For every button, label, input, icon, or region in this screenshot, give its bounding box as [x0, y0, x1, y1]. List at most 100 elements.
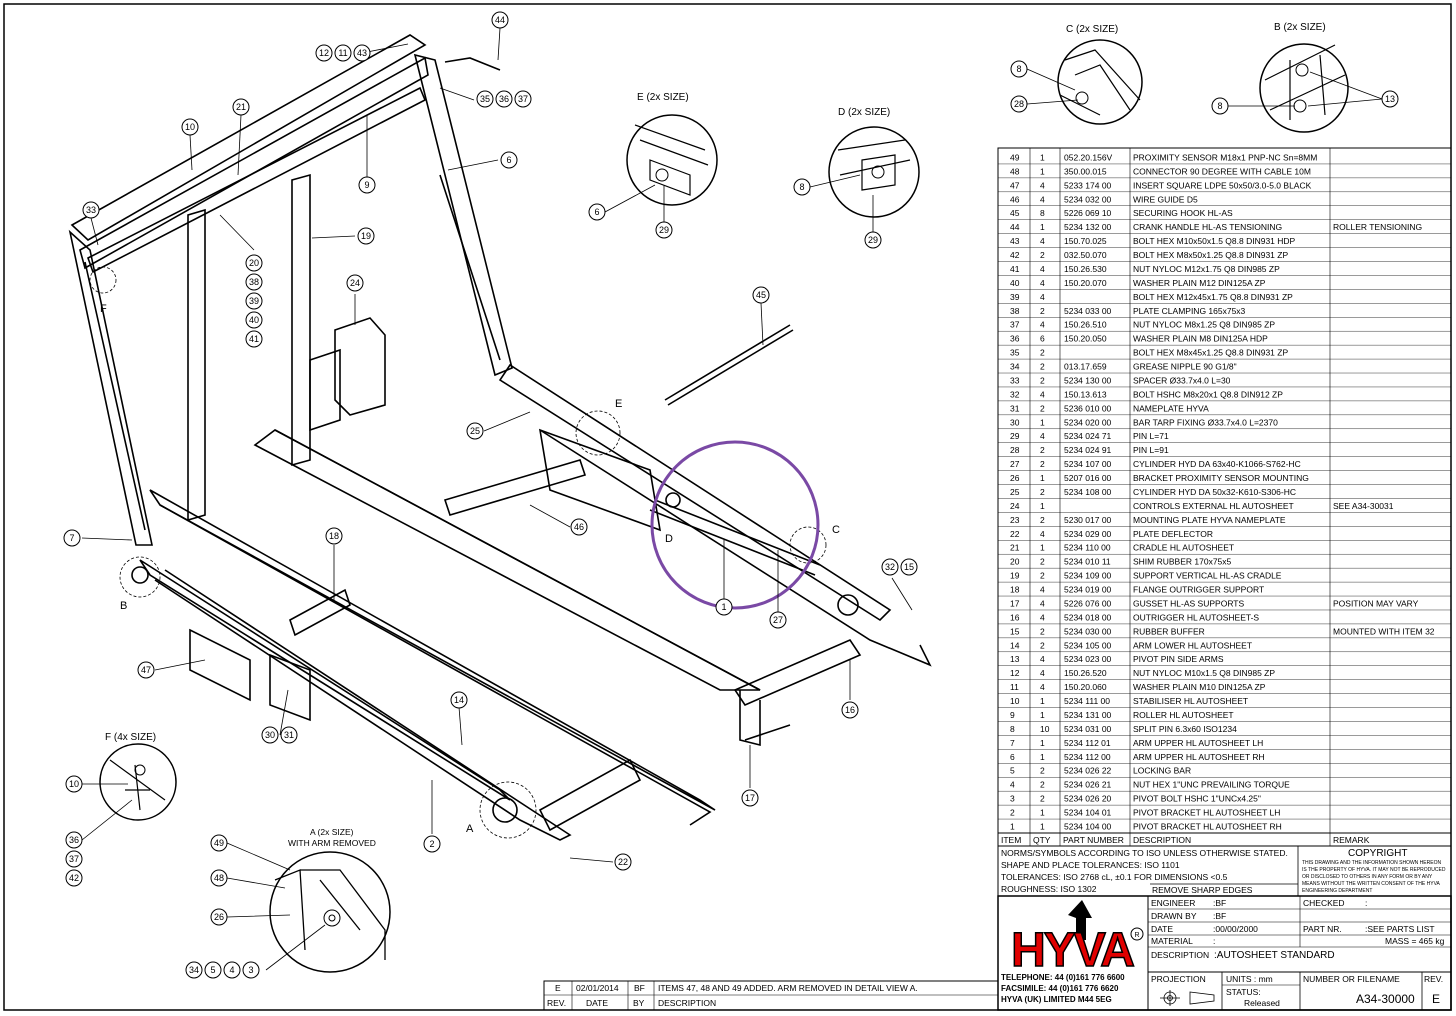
bom-qty: 6	[1040, 334, 1045, 344]
bom-description: PIVOT BOLT HSHC 1"UNCx4.25"	[1133, 794, 1261, 804]
bom-item: 5	[1010, 766, 1015, 776]
company-address: HYVA (UK) LIMITED M44 5EG	[1001, 995, 1112, 1004]
bom-part-number: 5234 024 91	[1064, 445, 1112, 455]
mass-value: MASS = 465 kg	[1385, 936, 1445, 946]
copyright-title: COPYRIGHT	[1348, 848, 1407, 859]
bom-part-number: 5234 104 01	[1064, 808, 1112, 818]
bom-part-number: 5234 130 00	[1064, 375, 1112, 385]
bom-part-number: 5234 032 00	[1064, 194, 1112, 204]
balloon-f-10: 10	[69, 779, 79, 789]
detail-view-a: A (2x SIZE) WITH ARM REMOVED 49 48 26 34…	[185, 827, 391, 979]
bom-description: CYLINDER HYD DA 50x32-K610-S306-HC	[1133, 487, 1296, 497]
bom-part-number: 150.26.530	[1064, 264, 1107, 274]
bom-part-number: 5234 026 21	[1064, 780, 1112, 790]
revision-description: ITEMS 47, 48 AND 49 ADDED. ARM REMOVED I…	[658, 983, 918, 993]
balloon-2: 2	[429, 839, 434, 849]
balloon-a-48: 48	[214, 873, 224, 883]
bom-description: PLATE CLAMPING 165x75x3	[1133, 306, 1246, 316]
balloon-7: 7	[69, 533, 74, 543]
bom-part-number: 5234 024 71	[1064, 431, 1112, 441]
revision-block: E 02/01/2014 BF ITEMS 47, 48 AND 49 ADDE…	[543, 980, 999, 1011]
balloon-21: 21	[236, 102, 246, 112]
bom-qty: 2	[1040, 515, 1045, 525]
bom-qty: 2	[1040, 557, 1045, 567]
status-label: STATUS:	[1226, 987, 1261, 997]
bom-qty: 2	[1040, 794, 1045, 804]
bom-item: 17	[1010, 598, 1020, 608]
bom-qty: 4	[1040, 180, 1045, 190]
bom-item: 37	[1010, 320, 1020, 330]
bom-header-item: ITEM	[1001, 835, 1021, 845]
bom-part-number: 5234 131 00	[1064, 710, 1112, 720]
bom-item: 28	[1010, 445, 1020, 455]
bom-item: 12	[1010, 668, 1020, 678]
bom-item: 8	[1010, 724, 1015, 734]
units-value: UNITS : mm	[1226, 974, 1273, 984]
detail-view-d: D (2x SIZE) 8 29	[793, 107, 920, 249]
notes-block: NORMS/SYMBOLS ACCORDING TO ISO UNLESS OT…	[997, 845, 1452, 897]
bom-item: 14	[1010, 640, 1020, 650]
bom-description: BOLT HSHC M8x20x1 Q8.8 DIN912 ZP	[1133, 389, 1283, 399]
bom-part-number: 150.20.060	[1064, 682, 1107, 692]
bom-description: GREASE NIPPLE 90 G1/8"	[1133, 362, 1237, 372]
balloon-35: 35	[480, 94, 490, 104]
balloon-a-4: 4	[229, 965, 234, 975]
bom-qty: 1	[1040, 822, 1045, 832]
balloon-f-36: 36	[69, 835, 79, 845]
bom-part-number: 5234 023 00	[1064, 654, 1112, 664]
detail-view-b: B (2x SIZE) 8 13	[1211, 22, 1399, 133]
bom-qty: 4	[1040, 278, 1045, 288]
drawn-by-value: :BF	[1213, 911, 1226, 921]
bom-part-number: 5226 069 10	[1064, 208, 1112, 218]
revision-by: BF	[634, 983, 645, 993]
balloon-27: 27	[773, 615, 783, 625]
copyright-line-1: THIS DRAWING AND THE INFORMATION SHOWN H…	[1302, 860, 1441, 866]
detail-label-b: B (2x SIZE)	[1274, 22, 1326, 33]
bom-description: CONTROLS EXTERNAL HL AUTOSHEET	[1133, 501, 1294, 511]
revision-header-by: BY	[633, 998, 645, 1008]
registered-mark: R	[1134, 932, 1139, 939]
bom-qty: 4	[1040, 682, 1045, 692]
bom-item: 49	[1010, 152, 1020, 162]
status-value: Released	[1244, 998, 1280, 1008]
balloon-32: 32	[885, 562, 895, 572]
bom-part-number: 5236 010 00	[1064, 403, 1112, 413]
bom-description: ROLLER HL AUTOSHEET	[1133, 710, 1234, 720]
bom-description: OUTRIGGER HL AUTOSHEET-S	[1133, 612, 1259, 622]
balloon-30: 30	[265, 730, 275, 740]
revision-header-description: DESCRIPTION	[658, 998, 716, 1008]
bom-part-number: 5234 019 00	[1064, 585, 1112, 595]
bom-part-number: 013.17.659	[1064, 362, 1107, 372]
bom-part-number: 150.20.050	[1064, 334, 1107, 344]
bom-description: NUT NYLOC M10x1.5 Q8 DIN985 ZP	[1133, 668, 1275, 678]
bom-header-qty: QTY	[1033, 835, 1051, 845]
bom-qty: 2	[1040, 306, 1045, 316]
balloon-45: 45	[756, 290, 766, 300]
bom-item: 21	[1010, 543, 1020, 553]
bom-description: ARM UPPER HL AUTOSHEET RH	[1133, 752, 1265, 762]
note-tolerances: TOLERANCES: ISO 2768 cL, ±0.1 FOR DIMENS…	[1001, 872, 1228, 882]
bom-qty: 1	[1040, 501, 1045, 511]
bom-description: PLATE DEFLECTOR	[1133, 529, 1213, 539]
bom-part-number: 150.26.510	[1064, 320, 1107, 330]
detail-label-d: D (2x SIZE)	[838, 107, 890, 118]
bom-qty: 4	[1040, 529, 1045, 539]
bom-description: MOUNTING PLATE HYVA NAMEPLATE	[1133, 515, 1286, 525]
balloon-e-29: 29	[659, 225, 669, 235]
balloon-a-26: 26	[214, 912, 224, 922]
bom-part-number: 5234 105 00	[1064, 640, 1112, 650]
bom-item: 11	[1010, 682, 1019, 692]
bom-item: 32	[1010, 389, 1020, 399]
bom-qty: 2	[1040, 375, 1045, 385]
bom-part-number: 5207 016 00	[1064, 473, 1112, 483]
bom-header-remark: REMARK	[1333, 835, 1370, 845]
bom-part-number: 032.50.070	[1064, 250, 1107, 260]
bom-remark: SEE A34-30031	[1333, 501, 1394, 511]
bom-part-number: 5234 026 20	[1064, 794, 1112, 804]
bom-qty: 4	[1040, 598, 1045, 608]
note-shape: SHAPE AND PLACE TOLERANCES: ISO 1101	[1001, 860, 1180, 870]
detail-label-a-2: WITH ARM REMOVED	[288, 838, 376, 848]
description-value: :AUTOSHEET STANDARD	[1214, 950, 1335, 961]
